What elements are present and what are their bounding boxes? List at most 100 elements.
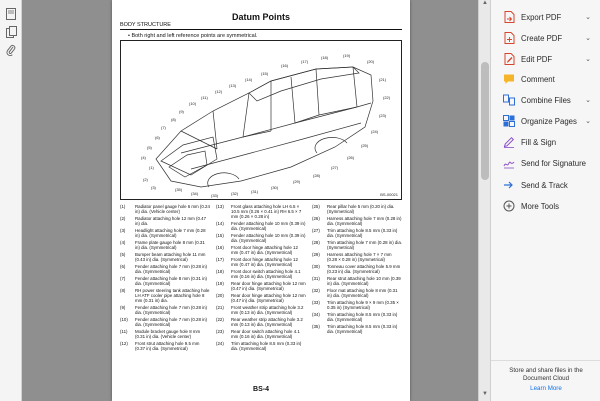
legend-text: Bumper beam attaching hole 11 mm (0.43 i…	[135, 252, 206, 263]
legend-number: (32)	[312, 288, 320, 293]
legend-text: Front glass attaching hole LH 6.5 × 10.5…	[231, 204, 302, 220]
legend-item: (32) Floor mat attaching hole 8 mm (0.31 …	[312, 288, 402, 298]
legend-item: (24)Trim attaching hole 8.5 mm (0.33 in)…	[216, 341, 306, 351]
combine-files-icon	[503, 94, 515, 106]
scroll-up-arrow[interactable]: ▲	[482, 0, 488, 6]
legend-text: Trim attaching hole 8.5 mm (0.33 in) dia…	[327, 228, 398, 239]
tool-label: Comment	[521, 74, 555, 84]
send-track-icon	[503, 179, 515, 191]
callout-label: (8)	[171, 117, 177, 122]
callout-label: (33)	[211, 193, 219, 198]
tool-label: Combine Files	[521, 95, 571, 105]
comment-icon	[503, 73, 515, 85]
tool-more-tools[interactable]: More Tools	[491, 197, 600, 215]
promo-line-2: Document Cloud	[522, 375, 570, 382]
callout-label: (31)	[251, 189, 259, 194]
legend-text: Radiator attaching hole 12 mm (0.47 in) …	[135, 216, 207, 227]
legend-number: (23)	[216, 329, 224, 335]
legend-text: Floor mat attaching hole 8 mm (0.31 in) …	[327, 288, 398, 299]
chevron-down-icon[interactable]: ⌄	[585, 56, 591, 63]
legend-number: (18)	[216, 269, 224, 275]
scroll-thumb[interactable]	[481, 62, 489, 180]
legend-text: Trim attaching hole 8.5 mm (0.33 in) dia…	[327, 324, 398, 335]
page-thumbnails-icon[interactable]	[3, 6, 19, 22]
callout-label: (20)	[367, 59, 375, 64]
chevron-down-icon[interactable]: ⌄	[585, 118, 591, 125]
callout-label: (24)	[371, 129, 379, 134]
legend-item: (33)Trim attaching hole 9 × 9 mm (0.35 ×…	[312, 300, 402, 310]
page-title: Datum Points	[231, 12, 290, 22]
legend-number: (5)	[120, 252, 126, 257]
chevron-down-icon[interactable]: ⌄	[585, 14, 591, 21]
legend-number: (30)	[312, 264, 320, 269]
edit-pdf-icon	[503, 53, 515, 65]
legend-item: (22)Rear weather strip attaching hole 3.…	[216, 317, 306, 327]
legend-number: (7)	[120, 276, 126, 281]
callout-label: (14)	[245, 77, 253, 82]
tool-comment[interactable]: Comment	[491, 70, 600, 88]
tool-organize-pages[interactable]: Organize Pages⌄	[491, 112, 600, 130]
tool-send-track[interactable]: Send & Track	[491, 176, 600, 194]
copy-pages-icon[interactable]	[3, 24, 19, 40]
legend-item: (16)Front door hinge attaching hole 12 m…	[216, 245, 306, 255]
learn-more-link[interactable]: Learn More	[530, 385, 562, 392]
legend-item: (26)Harness attaching hole 7 mm (0.28 in…	[312, 216, 402, 226]
tool-create-pdf[interactable]: Create PDF⌄	[491, 29, 600, 47]
legend-item: (7) Fender attaching hole 8 mm (0.31 in) …	[120, 276, 210, 286]
legend-item: (10)Fender attaching hole 7 mm (0.28 in)…	[120, 317, 210, 327]
legend-number: (13)	[216, 204, 224, 209]
tool-label: Edit PDF	[521, 54, 553, 64]
legend-text: RH power steering tank attaching hole LH…	[135, 288, 210, 304]
legend-item: (11)Module bracket gauge hole 8 mm (0.31…	[120, 329, 210, 339]
callout-labels: (1)(2)(3)(4)(5)(6)(7)(8)(9)(10)(11)(12)(…	[141, 53, 391, 198]
tool-edit-pdf[interactable]: Edit PDF ⌄	[491, 50, 600, 68]
legend-number: (16)	[216, 245, 224, 251]
legend-item: (25)Rear pillar hole 5 mm (0.20 in) dia.…	[312, 204, 402, 214]
legend-item: (14)Fender attaching hole 10 mm (0.39 in…	[216, 221, 306, 231]
callout-label: (6)	[155, 135, 161, 140]
vertical-scrollbar[interactable]: ▲ ▼	[478, 0, 490, 401]
tool-export-pdf[interactable]: Export PDF⌄	[491, 8, 600, 26]
legend-column: (1)Radiator panel gauge hole 6 mm (0.24 …	[120, 204, 210, 353]
legend-text: Front strut attaching hole 9.5 mm (0.37 …	[135, 341, 200, 352]
callout-label: (29)	[293, 179, 301, 184]
tool-fill-sign[interactable]: Fill & Sign	[491, 133, 600, 151]
legend-number: (27)	[312, 228, 320, 233]
page-label: BS-4	[253, 386, 269, 393]
legend-item: (5) Bumper beam attaching hole 11 mm (0.4…	[120, 252, 210, 262]
callout-label: (7)	[161, 125, 167, 130]
legend-text: Trim attaching hole 8.5 mm (0.33 in) dia…	[327, 312, 398, 323]
document-cloud-promo: Store and share files in the Document Cl…	[491, 360, 600, 393]
callout-label: (34)	[191, 191, 199, 196]
legend-item: (28)Trim attaching hole 7 mm (0.28 in) d…	[312, 240, 402, 250]
chevron-down-icon[interactable]: ⌄	[585, 97, 591, 104]
legend-item: (6)Fender attaching hole 7 mm (0.28 in) …	[120, 264, 210, 274]
send-signature-icon	[503, 157, 515, 169]
scroll-down-arrow[interactable]: ▼	[482, 391, 488, 397]
document-viewport[interactable]: Datum Points BODY STRUCTURE • Both right…	[22, 0, 490, 401]
attachment-icon[interactable]	[3, 42, 19, 58]
tool-send-signature[interactable]: Send for Signature	[491, 154, 600, 172]
legend-text: Trim attaching hole 9 × 9 mm (0.35 × 0.3…	[327, 300, 399, 311]
tool-combine-files[interactable]: Combine Files ⌄	[491, 91, 600, 109]
legend-text: Harness attaching hole 7 × 7 mm (0.28 × …	[327, 252, 392, 263]
callout-label: (15)	[261, 71, 269, 76]
legend-item: (18)Front door switch attaching hole 4.1…	[216, 269, 306, 279]
legend-text: Fender attaching hole 8 mm (0.31 in) dia…	[135, 276, 207, 287]
callout-label: (17)	[301, 59, 309, 64]
chevron-down-icon[interactable]: ⌄	[585, 35, 591, 42]
legend-number: (3)	[120, 228, 126, 233]
organize-pages-icon	[503, 115, 515, 127]
tool-label: Send for Signature	[521, 158, 587, 168]
legend-item: (31)Rear strut attaching hole 10 mm (0.3…	[312, 276, 402, 286]
callout-label: (28)	[313, 173, 321, 178]
legend-number: (35)	[312, 324, 320, 329]
legend-item: (17)Front door hinge attaching hole 12 m…	[216, 257, 306, 267]
callout-label: (10)	[189, 101, 197, 106]
tool-label: Send & Track	[521, 180, 568, 190]
legend-number: (12)	[120, 341, 128, 347]
legend-item: (27) Trim attaching hole 8.5 mm (0.33 in)…	[312, 228, 402, 238]
car-body-diagram: (1)(2)(3)(4)(5)(6)(7)(8)(9)(10)(11)(12)(…	[141, 53, 391, 198]
legend-number: (2)	[120, 216, 126, 221]
